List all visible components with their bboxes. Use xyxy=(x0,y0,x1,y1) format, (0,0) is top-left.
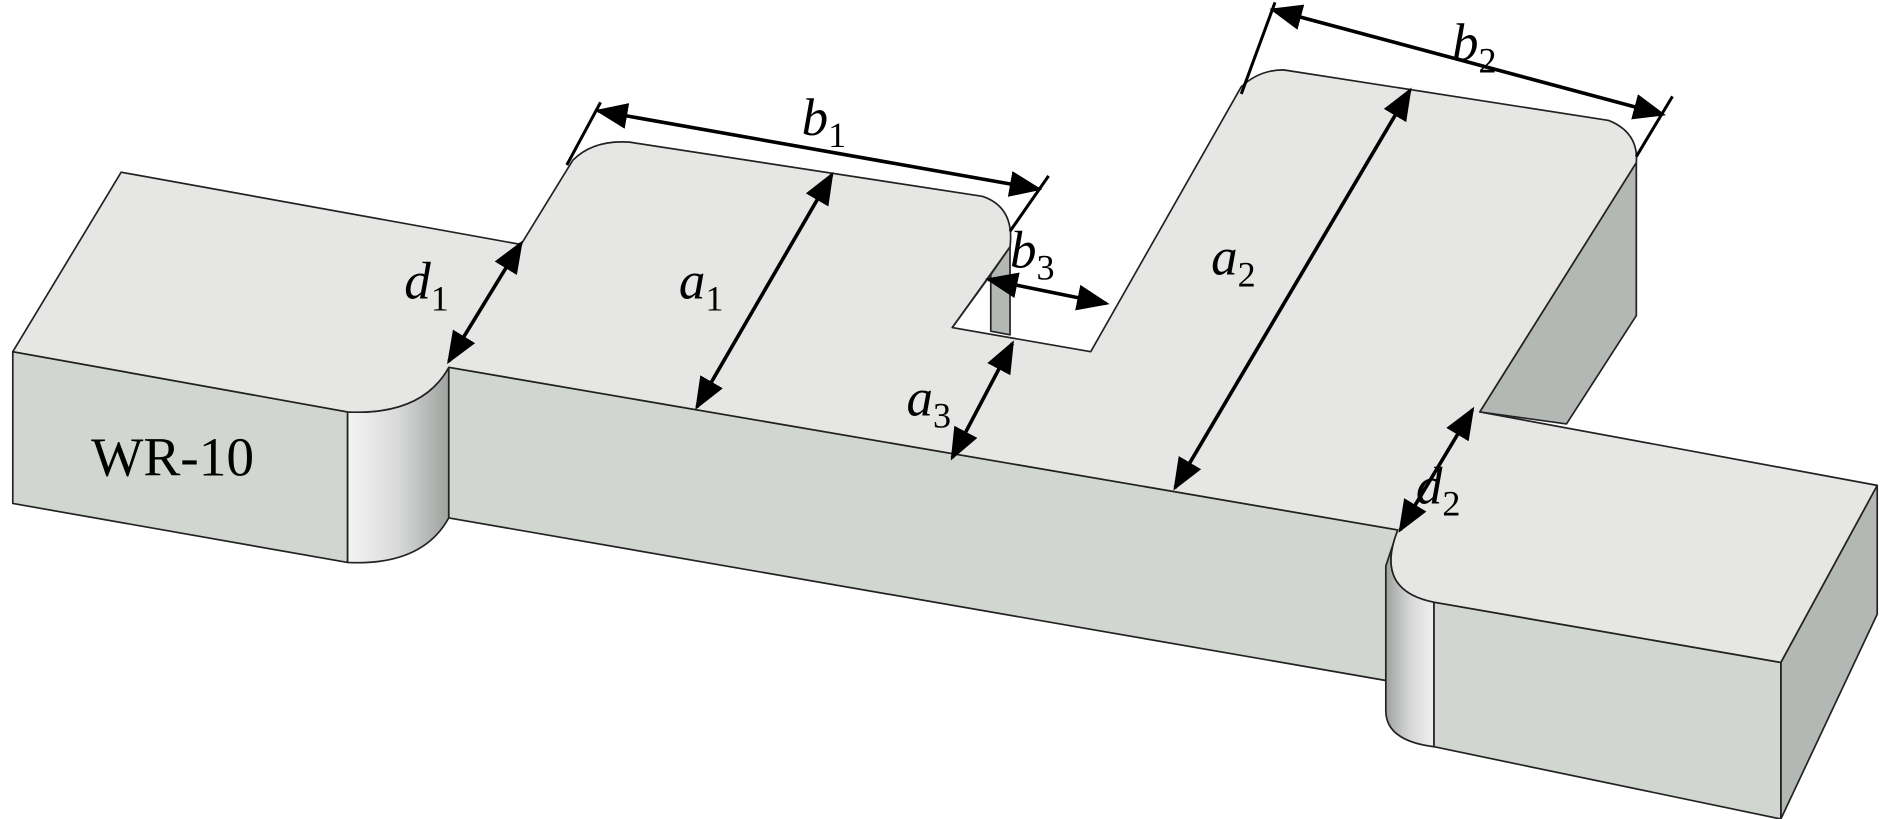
label-main: d xyxy=(1416,457,1443,515)
label-subscript: 2 xyxy=(1238,255,1256,295)
label-a3: a3 xyxy=(906,370,951,436)
dimension-b2-arrow xyxy=(1269,4,1666,120)
dimension-a1-arrow xyxy=(695,171,834,410)
dimension-b1-arrow xyxy=(594,103,1043,197)
label-main: a xyxy=(906,370,933,428)
label-main: b xyxy=(1010,221,1037,279)
label-main: b xyxy=(1452,14,1479,72)
label-main: a xyxy=(679,253,706,311)
label-main: a xyxy=(1211,229,1238,287)
extension-line xyxy=(1635,95,1674,158)
extension-line xyxy=(1008,174,1050,233)
label-a2: a2 xyxy=(1211,229,1256,295)
dimension-d1-arrow xyxy=(447,240,523,365)
label-b2: b2 xyxy=(1452,14,1497,80)
label-a1: a1 xyxy=(679,253,724,319)
label-subscript: 3 xyxy=(933,396,951,436)
label-subscript: 1 xyxy=(431,279,449,319)
dimension-a3-arrow xyxy=(950,340,1015,461)
dimension-a2-arrow xyxy=(1173,87,1412,491)
extension-line xyxy=(1239,1,1277,95)
label-b3: b3 xyxy=(1010,221,1055,287)
label-b1: b1 xyxy=(802,89,847,155)
label-d1: d1 xyxy=(404,253,449,319)
label-d2: d2 xyxy=(1416,457,1461,523)
label-subscript: 2 xyxy=(1442,483,1460,523)
label-main: b xyxy=(802,89,829,147)
notch-edge xyxy=(951,274,992,329)
label-subscript: 2 xyxy=(1479,40,1497,80)
extension-line xyxy=(565,101,602,166)
dimension-b3-arrow xyxy=(985,272,1110,311)
label-subscript: 3 xyxy=(1037,247,1055,287)
dimension-d2-arrow xyxy=(1398,406,1475,533)
label-main: d xyxy=(404,253,431,311)
label-subscript: 1 xyxy=(828,115,846,155)
label-subscript: 1 xyxy=(705,279,723,319)
port-label: WR-10 xyxy=(91,427,254,488)
